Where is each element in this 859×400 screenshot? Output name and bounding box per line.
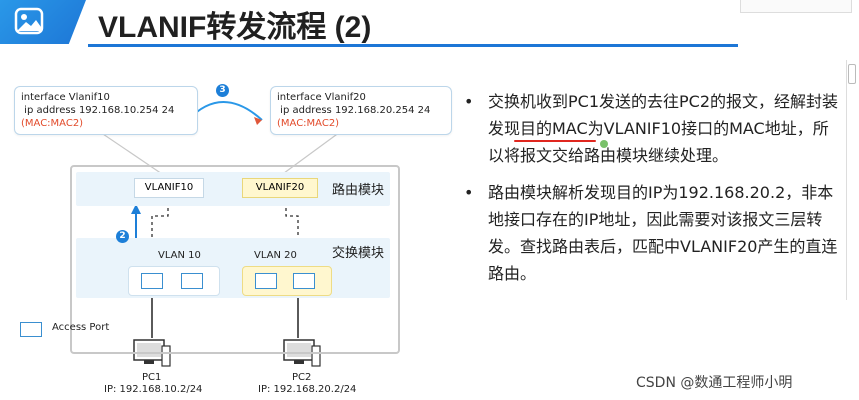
annotation-underline <box>514 140 596 142</box>
page-title: VLANIF转发流程 (2) <box>98 11 372 44</box>
explanation-bullets: • 交换机收到PC1发送的去往PC2的报文，经解封装发现目的MAC为VLANIF1… <box>462 88 842 297</box>
pc2-name: PC2 <box>292 372 312 383</box>
step-3-badge: 3 <box>216 84 229 97</box>
switching-module-label: 交换模块 <box>332 246 385 261</box>
pc2-ip: IP: 192.168.20.2/24 <box>258 384 357 395</box>
pointer-cursor <box>600 140 608 148</box>
bullet-text: 交换机收到PC1发送的去往PC2的报文，经解封装发现目的MAC为VLANIF10… <box>488 92 839 165</box>
iface-name: interface Vlanif10 <box>21 92 110 103</box>
forward-arc-head <box>254 117 262 125</box>
legend-label: Access Port <box>52 322 110 333</box>
bullet-dot: • <box>464 183 474 202</box>
pc1-icon <box>133 339 171 367</box>
switch-chassis <box>70 165 400 354</box>
access-port <box>141 273 163 289</box>
routing-module <box>76 172 390 206</box>
image-icon <box>14 7 44 35</box>
slide-header: VLANIF转发流程 (2) <box>0 0 859 48</box>
vlan20-label: VLAN 20 <box>254 250 297 261</box>
bullet-text: 路由模块解析发现目的IP为192.168.20.2，非本地接口存在的IP地址，因… <box>488 183 838 283</box>
iface-mac: (MAC:MAC2) <box>21 118 84 129</box>
up-arrow-head <box>131 204 141 214</box>
iface-ip: ip address 192.168.10.254 24 <box>21 105 175 116</box>
vlan10-label: VLAN 10 <box>158 250 201 261</box>
watermark: CSDN @数通工程师小明 <box>636 375 793 391</box>
pc1-name: PC1 <box>142 372 162 383</box>
access-port <box>181 273 203 289</box>
callout-line-right <box>279 131 341 177</box>
routing-module-label: 路由模块 <box>332 183 385 198</box>
step-2-badge: 2 <box>116 230 129 243</box>
iface-callout-vlanif10: interface Vlanif10 ip address 192.168.10… <box>14 86 198 135</box>
vlanif20-interface: VLANIF20 <box>242 178 318 198</box>
title-underline <box>88 44 738 47</box>
legend-access-port-icon <box>20 322 42 337</box>
bullet-dot: • <box>464 92 474 111</box>
slide-logo <box>0 0 86 44</box>
iface-callout-vlanif20: interface Vlanif20 ip address 192.168.20… <box>270 86 452 135</box>
vlanif-diagram: interface Vlanif10 ip address 192.168.10… <box>0 50 452 400</box>
top-right-frame <box>740 0 852 13</box>
iface-name: interface Vlanif20 <box>277 92 366 103</box>
access-port <box>255 273 277 289</box>
bullet-item: • 路由模块解析发现目的IP为192.168.20.2，非本地接口存在的IP地址，… <box>462 179 842 287</box>
vlanif10-interface: VLANIF10 <box>134 178 204 198</box>
scrollbar-thumb[interactable] <box>848 64 856 84</box>
vlan10-port-group <box>128 266 220 296</box>
callout-line-left <box>99 131 166 177</box>
vlan20-port-group <box>242 266 332 296</box>
scrollbar[interactable] <box>846 60 856 300</box>
iface-mac: (MAC:MAC2) <box>277 118 340 129</box>
bullet-item: • 交换机收到PC1发送的去往PC2的报文，经解封装发现目的MAC为VLANIF1… <box>462 88 842 169</box>
pc1-ip: IP: 192.168.10.2/24 <box>104 384 203 395</box>
access-port <box>293 273 315 289</box>
forward-arc <box>187 101 263 121</box>
iface-ip: ip address 192.168.20.254 24 <box>277 105 431 116</box>
